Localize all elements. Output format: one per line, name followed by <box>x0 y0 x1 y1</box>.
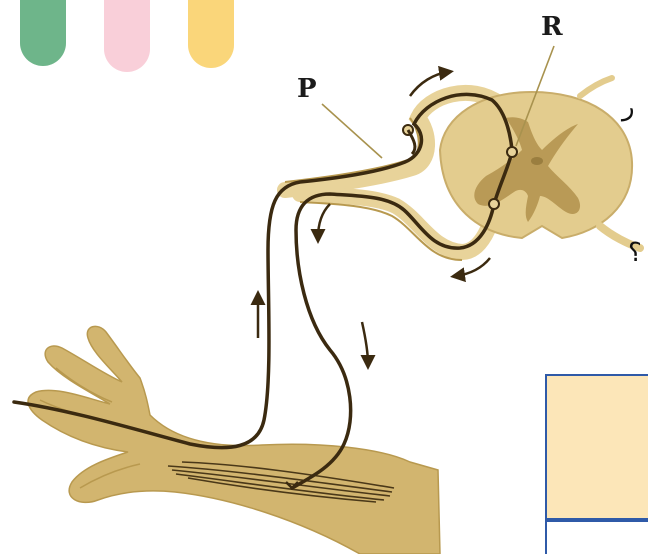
answer-box <box>545 374 648 520</box>
direction-arrows <box>258 72 490 364</box>
edge-glyph-top: ر <box>622 92 635 122</box>
arrow-near-ganglion <box>318 204 330 238</box>
arm-and-hand <box>28 326 440 554</box>
p-leader-line <box>322 104 382 158</box>
label-r: R <box>541 12 563 42</box>
edge-glyph-mid: ؟ <box>628 238 642 268</box>
label-p: P <box>297 74 317 104</box>
answer-box-lower <box>545 520 648 554</box>
sensory-neuron-path <box>14 94 512 447</box>
arrow-descending-arm <box>362 322 368 364</box>
ganglion-branch <box>408 130 415 154</box>
spinal-cord-section <box>440 78 640 248</box>
motor-neuron-path <box>292 194 494 488</box>
motor-node <box>489 199 499 209</box>
interneuron-node <box>507 147 517 157</box>
